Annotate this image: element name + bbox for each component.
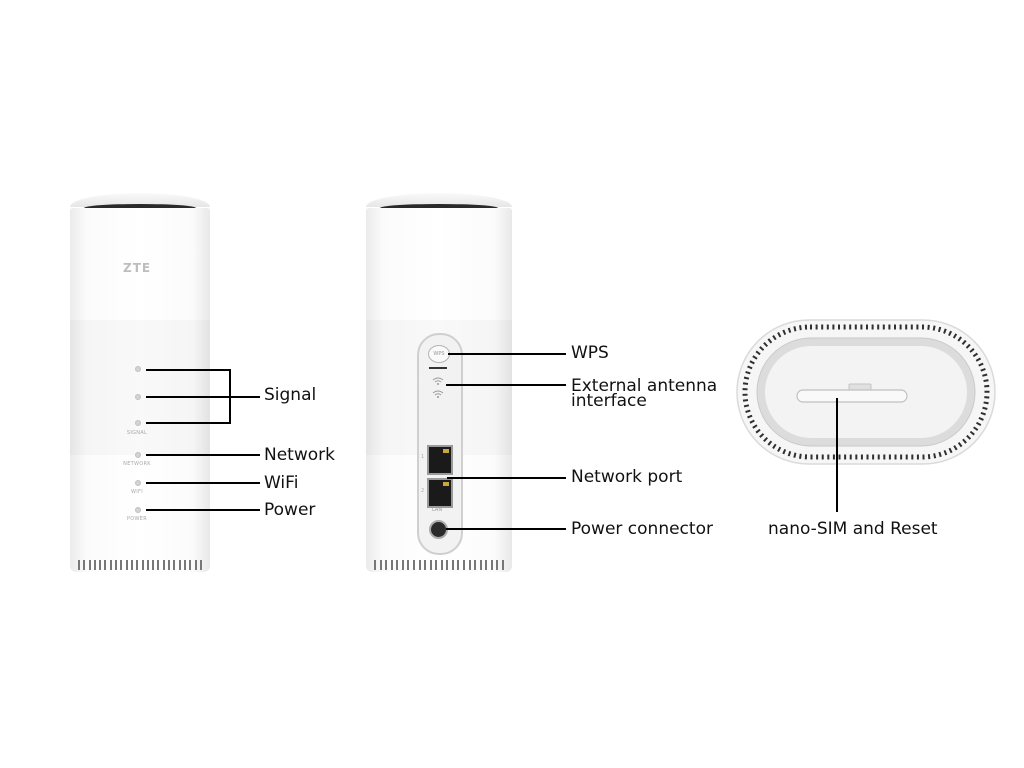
- antenna-label-line2: interface: [571, 391, 647, 411]
- wifi-label: WiFi: [264, 473, 299, 493]
- signal-line-1: [146, 369, 230, 371]
- wifi-led-text: WIFI: [131, 489, 143, 495]
- front-bottom-vent: [78, 560, 202, 576]
- front-top-cap: [70, 193, 210, 207]
- network-label: Network: [264, 445, 335, 465]
- power-led-text: POWER: [126, 516, 148, 522]
- network-led-text: NETWORK: [123, 461, 151, 467]
- antenna-port-1-icon[interactable]: [431, 376, 445, 386]
- wps-button-text: WPS: [433, 351, 445, 357]
- bottom-tab: [848, 383, 872, 391]
- lan-port-2[interactable]: [427, 478, 453, 508]
- power-connector-line: [446, 528, 566, 530]
- nano-sim-line: [836, 398, 838, 512]
- power-label: Power: [264, 500, 316, 520]
- signal-label: Signal: [264, 385, 317, 405]
- network-port-line: [447, 477, 566, 479]
- antenna-line: [446, 384, 566, 386]
- bottom-vent-ring: [742, 324, 990, 460]
- power-connector-label: Power connector: [571, 519, 713, 539]
- network-led: [135, 452, 141, 458]
- signal-led-text: SIGNAL: [126, 430, 148, 436]
- wps-underline: [429, 367, 447, 369]
- power-line: [146, 509, 260, 511]
- lan-text: LAN: [432, 507, 443, 513]
- wifi-led: [135, 480, 141, 486]
- router-bottom-view: [736, 319, 996, 465]
- antenna-port-2-icon[interactable]: [431, 389, 445, 399]
- signal-led-2: [135, 394, 141, 400]
- antenna-label-line1: External antenna: [571, 376, 718, 396]
- back-connector-panel: [417, 333, 463, 555]
- signal-led-1: [135, 366, 141, 372]
- power-led: [135, 507, 141, 513]
- lan-port-1[interactable]: [427, 445, 453, 475]
- wifi-line: [146, 482, 260, 484]
- lan-port-1-pin: [443, 449, 449, 453]
- wps-line: [448, 353, 566, 355]
- network-port-label: Network port: [571, 467, 683, 487]
- wps-label: WPS: [571, 343, 609, 363]
- nano-sim-reset-slot: [796, 389, 908, 403]
- zte-logo: ZTE: [123, 261, 152, 275]
- signal-led-3: [135, 420, 141, 426]
- network-line: [146, 454, 260, 456]
- signal-line-3: [146, 422, 230, 424]
- back-top-cap: [366, 193, 512, 207]
- nano-sim-label: nano-SIM and Reset: [768, 519, 938, 539]
- back-bottom-vent: [374, 560, 504, 576]
- signal-line-2: [146, 396, 260, 398]
- wps-button[interactable]: WPS: [428, 345, 450, 363]
- lan-port-1-number: 1: [421, 454, 425, 460]
- lan-port-2-number: 2: [421, 488, 425, 494]
- lan-port-2-pin: [443, 482, 449, 486]
